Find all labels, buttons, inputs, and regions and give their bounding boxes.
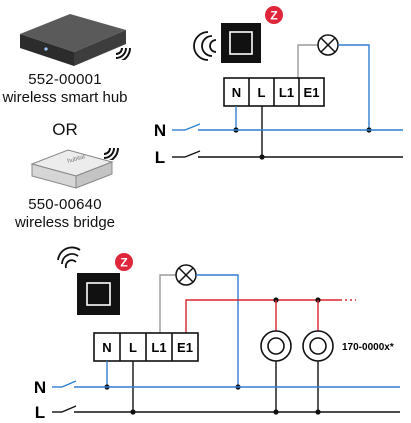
svg-text:Z: Z	[120, 256, 127, 270]
auxiliary-switch-icon	[302, 330, 334, 362]
smart-switch	[77, 273, 120, 315]
wireless-signal-icon	[103, 147, 119, 160]
terminal-block: N L L1 E1	[223, 77, 325, 107]
auxiliary-switch-icon	[260, 330, 292, 362]
zwave-icon: Z	[265, 6, 283, 24]
live-line-label: L	[35, 403, 45, 422]
neutral-line-label: N	[34, 378, 46, 397]
bottom-wiring-diagram: Z 170-0000x*	[34, 246, 400, 422]
terminal-n: N	[232, 85, 241, 100]
terminal-l: L	[258, 85, 266, 100]
smart-switch	[221, 23, 261, 63]
wireless-signal-icon	[57, 246, 81, 269]
bridge-model: 550-00640	[28, 196, 102, 213]
terminal-e1: E1	[177, 340, 193, 355]
hub-description: wireless smart hub	[2, 89, 128, 106]
lamp-icon	[317, 34, 339, 56]
wireless-signal-icon	[193, 31, 217, 61]
or-separator: OR	[52, 120, 78, 139]
neutral-line-label: N	[154, 121, 166, 140]
terminal-l1: L1	[279, 85, 294, 100]
svg-text:Z: Z	[270, 9, 277, 23]
terminal-l: L	[129, 340, 137, 355]
live-line-label: L	[155, 148, 165, 167]
zwave-icon: Z	[115, 253, 133, 271]
terminal-e1: E1	[304, 85, 320, 100]
top-wiring-diagram: Z N L L1 E1 N	[154, 6, 403, 167]
smart-hub-image	[20, 14, 126, 66]
bridge-description: wireless bridge	[14, 214, 116, 231]
bridge-image: hubitat	[30, 149, 114, 189]
hub-model: 552-00001	[28, 71, 102, 88]
terminal-block: N L L1 E1	[93, 332, 199, 362]
terminal-l1: L1	[151, 340, 166, 355]
lamp-icon	[175, 264, 197, 286]
bridge-device-label: hubitat	[67, 154, 86, 165]
wireless-signal-icon	[115, 47, 131, 60]
terminal-n: N	[102, 340, 111, 355]
aux-switch-label: 170-0000x*	[342, 342, 394, 353]
